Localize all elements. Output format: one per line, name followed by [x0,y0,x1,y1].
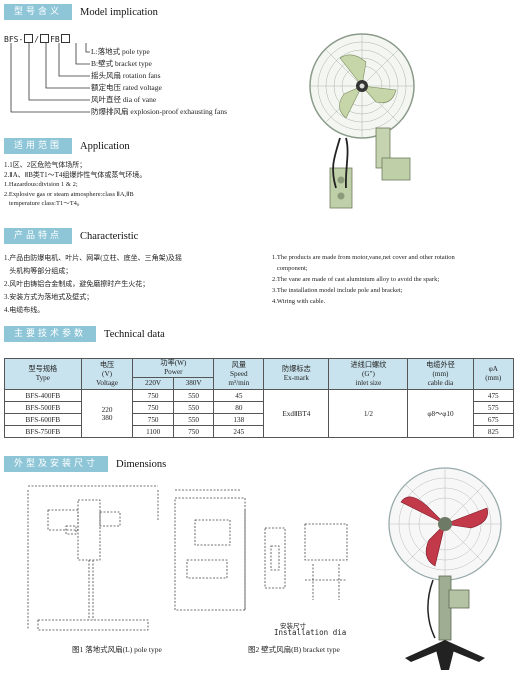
col-inlet: 进线口螺纹(G")inlet size [328,358,409,390]
model-fb: FB [50,35,60,44]
bracket-type-drawing [174,489,348,611]
col-cable: 电缆外径(mm)cable dia [407,358,474,390]
model-code-leader-lines [10,43,90,113]
caption-bracket-type: 图2 壁式风扇(B) bracket type [248,645,340,654]
caption-pole-type: 图1 落地式风扇(L) pole type [72,645,162,654]
application-line: temperature class:T1～T4。 [4,200,84,207]
section-characteristic-header: 产品特点 Characteristic [4,228,138,244]
model-label-dia: 风叶直径 dia of vane [91,95,157,104]
section-title: Characteristic [80,230,139,242]
characteristic-line: 1.产品由防爆电机、叶片、网罩(立柱、底坐、三角架)及摇 [4,254,182,262]
section-tag: 适用范围 [4,138,73,154]
characteristic-line: 2.The vane are made of cast aluminium al… [272,276,440,283]
col-voltage: 电压(V)Voltage [80,358,134,390]
characteristic-line: 4.电缆布线。 [4,306,45,314]
col-power: 功率(W)Power [132,358,215,378]
model-label-voltage: 额定电压 rated voltage [91,83,162,92]
characteristic-line: 头机构等部分组成； [4,267,73,275]
section-title: Model implication [80,6,158,18]
section-application-header: 适用范围 Application [4,138,130,154]
pole-type-drawing [27,485,159,631]
cable-cell: φ8～φ10 [407,389,474,438]
section-tag: 产品特点 [4,228,73,244]
wall-fan-image [309,33,415,209]
pole-fan-image [388,467,502,670]
characteristic-line: 1.The products are made from motor,vane,… [272,254,455,261]
col-power-220: 220V [132,377,174,390]
model-label-type: L:落地式 pole type [91,47,150,56]
col-phiA: φA(mm) [472,358,515,390]
model-label-bracket: B:壁式 bracket type [91,59,152,68]
install-dia-cn: 安装尺寸 [280,622,306,630]
model-prefix: BFS [4,35,19,44]
model-code: BFS-/FB [4,34,71,44]
characteristic-line: 3.The installation model include pole an… [272,287,403,294]
application-line: 1.Hazardous:division 1 & 2; [4,181,78,188]
inlet-cell: 1/2 [328,389,409,438]
model-label-rotation: 摇头风扇 rotation fans [91,71,161,80]
section-title: Application [80,140,130,152]
section-tag: 外型及安装尺寸 [4,456,109,472]
section-title: Technical data [104,328,165,340]
install-dia-label: Installation dia [274,628,347,637]
col-power-380: 380V [172,377,215,390]
characteristic-line: component; [272,265,308,272]
application-line: 1.1区、2区危险气体场所； [4,161,87,169]
section-tag: 主要技术参数 [4,326,97,342]
application-line: 2.ⅡA、ⅡB类T1～T4组爆炸性气体或蒸气环境。 [4,171,147,179]
model-label-explosion-proof: 防爆排风扇 explosion-proof exhausting fans [91,107,228,116]
characteristic-cn-text: 1.产品由防爆电机、叶片、网罩(立柱、底坐、三角架)及摇 头机构等部分组成； 2… [4,252,266,317]
section-technical-header: 主要技术参数 Technical data [4,326,165,342]
section-model-header: 型号含义 Model implication [4,4,158,20]
characteristic-line: 2.风叶由铸铝合金制成，避免磨擦时产生火花； [4,280,150,288]
model-sep: / [34,35,40,44]
section-title: Dimensions [116,458,167,470]
application-line: 2.Explosive gas or steam atmosphere:clas… [4,190,134,198]
exmark-cell: ExdⅡBT4 [263,389,330,438]
section-dimensions-header: 外型及安装尺寸 Dimensions [4,456,166,472]
application-text: 1.1区、2区危险气体场所； 2.ⅡA、ⅡB类T1～T4组爆炸性气体或蒸气环境。… [4,160,294,209]
characteristic-line: 4.Wiring with cable. [272,298,326,305]
characteristic-line: 3.安装方式为落地式及壁式； [4,293,94,301]
section-tag: 型号含义 [4,4,73,20]
characteristic-en-text: 1.The products are made from motor,vane,… [272,252,516,307]
